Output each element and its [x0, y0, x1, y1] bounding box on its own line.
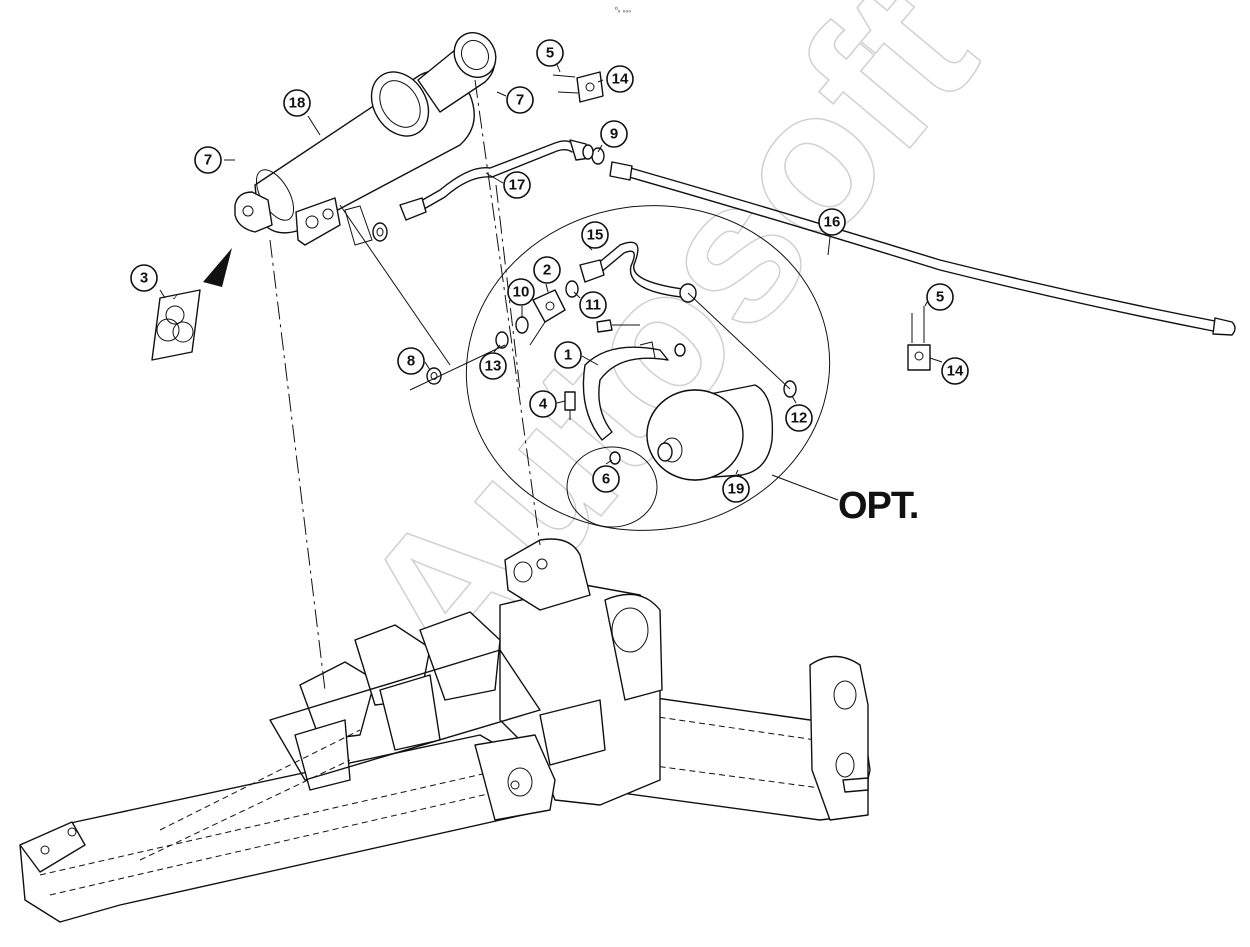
option-label: OPT.	[838, 485, 918, 527]
svg-text:6: 6	[602, 471, 610, 488]
svg-text:10: 10	[513, 284, 530, 301]
svg-text:8: 8	[407, 353, 415, 370]
callout-9: 9	[600, 120, 628, 148]
svg-text:17: 17	[509, 177, 526, 194]
callout-1: 1	[554, 341, 582, 369]
callout-18: 18	[283, 89, 311, 117]
svg-text:16: 16	[824, 214, 841, 231]
callout-17: 17	[503, 171, 531, 199]
callout-7-left: 7	[194, 146, 222, 174]
svg-text:11: 11	[585, 297, 601, 314]
callout-8: 8	[397, 347, 425, 375]
svg-text:7: 7	[516, 92, 524, 109]
callout-4: 4	[529, 390, 557, 418]
svg-text:15: 15	[587, 227, 604, 244]
svg-text:9: 9	[610, 126, 618, 143]
direction-arrow-icon	[203, 248, 232, 287]
callout-7-top: 7	[506, 86, 534, 114]
svg-text:13: 13	[485, 358, 502, 375]
svg-text:3: 3	[140, 270, 148, 287]
svg-text:5: 5	[546, 45, 554, 62]
callout-12: 12	[785, 404, 813, 432]
hydraulic-cylinder	[234, 32, 497, 246]
svg-text:14: 14	[947, 363, 964, 380]
svg-text:1: 1	[564, 347, 572, 364]
callout-5-top: 5	[536, 39, 564, 67]
callout-2: 2	[533, 256, 561, 284]
decal: ✓	[151, 289, 201, 361]
callout-19: 19	[722, 475, 750, 503]
callout-3: 3	[130, 264, 158, 292]
callout-11: 11	[579, 291, 607, 319]
svg-text:7: 7	[204, 152, 212, 169]
callout-5-right: 5	[926, 283, 954, 311]
callouts: 1 2 3 4 5 5 6 7 7 8 9 10 11 12 13 14 14 …	[130, 39, 969, 503]
clamp-top	[552, 71, 604, 103]
svg-text:5: 5	[936, 289, 944, 306]
loader-frame	[19, 538, 871, 923]
header-code: ⁰₀ ₀₀₀	[615, 6, 631, 14]
callout-15: 15	[581, 221, 609, 249]
callout-6: 6	[592, 465, 620, 493]
svg-text:2: 2	[543, 262, 551, 279]
svg-text:12: 12	[791, 410, 808, 427]
callout-14-right: 14	[941, 357, 969, 385]
svg-text:4: 4	[539, 396, 548, 413]
callout-16: 16	[818, 208, 846, 236]
svg-text:✓: ✓	[172, 293, 179, 302]
callout-10: 10	[507, 278, 535, 306]
svg-text:19: 19	[728, 481, 745, 498]
hydraulic-hose-16	[582, 144, 1236, 336]
callout-leaders	[159, 61, 943, 501]
svg-text:14: 14	[612, 71, 629, 88]
clamp-right	[907, 306, 931, 371]
svg-text:18: 18	[289, 95, 306, 112]
callout-14-top: 14	[606, 65, 634, 93]
optional-accumulator-group	[465, 205, 831, 531]
callout-13: 13	[479, 352, 507, 380]
